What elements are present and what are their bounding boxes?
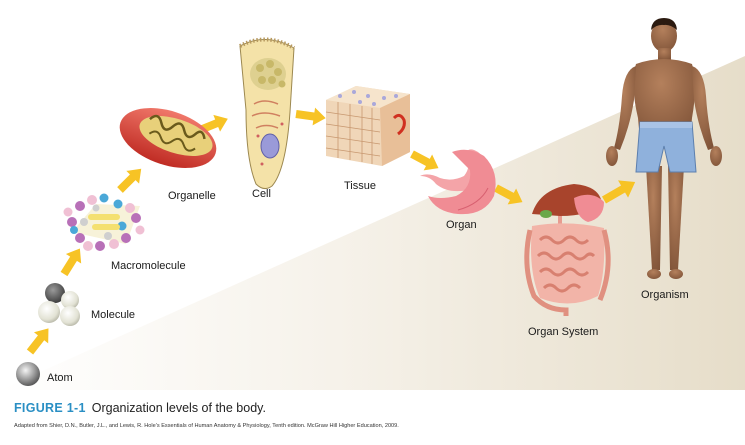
cell-illustration xyxy=(239,37,295,190)
arrow-tissue-to-organ xyxy=(410,150,439,171)
label-organ: Organ xyxy=(446,219,477,231)
macromolecule-illustration xyxy=(63,193,145,251)
organism-hair xyxy=(651,18,677,30)
label-tissue: Tissue xyxy=(344,180,376,192)
arrow-atom-to-molecule xyxy=(26,328,49,355)
figure-title: Organization levels of the body. xyxy=(91,401,266,415)
background-wedge xyxy=(0,56,745,390)
organism-illustration xyxy=(606,20,722,279)
arrow-organelle-to-cell xyxy=(198,114,228,134)
organelle-illustration xyxy=(119,108,217,168)
arrow-molecule-to-macromolecule xyxy=(60,248,82,277)
label-molecule: Molecule xyxy=(91,309,136,321)
tissue-illustration xyxy=(325,86,410,166)
label-organelle: Organelle xyxy=(168,190,216,202)
arrow-organ-to-organ-system xyxy=(494,184,523,205)
atom-illustration xyxy=(16,362,40,386)
figure-caption: FIGURE 1-1 Organization levels of the bod… xyxy=(14,401,266,415)
arrow-organ-system-to-organism xyxy=(602,180,636,204)
organ-illustration xyxy=(420,149,496,215)
label-atom: Atom xyxy=(47,372,73,384)
figure-source-citation: Adapted from Shier, D.N., Butler, J.L., … xyxy=(14,423,399,429)
figure-number: FIGURE 1-1 xyxy=(14,401,86,415)
organ-system-illustration xyxy=(524,184,611,316)
molecule-illustration xyxy=(38,283,80,326)
arrow-cell-to-tissue xyxy=(295,107,326,126)
label-macromolecule: Macromolecule xyxy=(111,260,186,272)
organism-clothing xyxy=(635,121,697,173)
label-organism: Organism xyxy=(641,289,689,301)
progression-arrows xyxy=(26,107,636,355)
label-organ-system: Organ System xyxy=(528,326,599,338)
arrow-macromolecule-to-organelle xyxy=(117,168,142,193)
label-cell: Cell xyxy=(252,188,271,200)
